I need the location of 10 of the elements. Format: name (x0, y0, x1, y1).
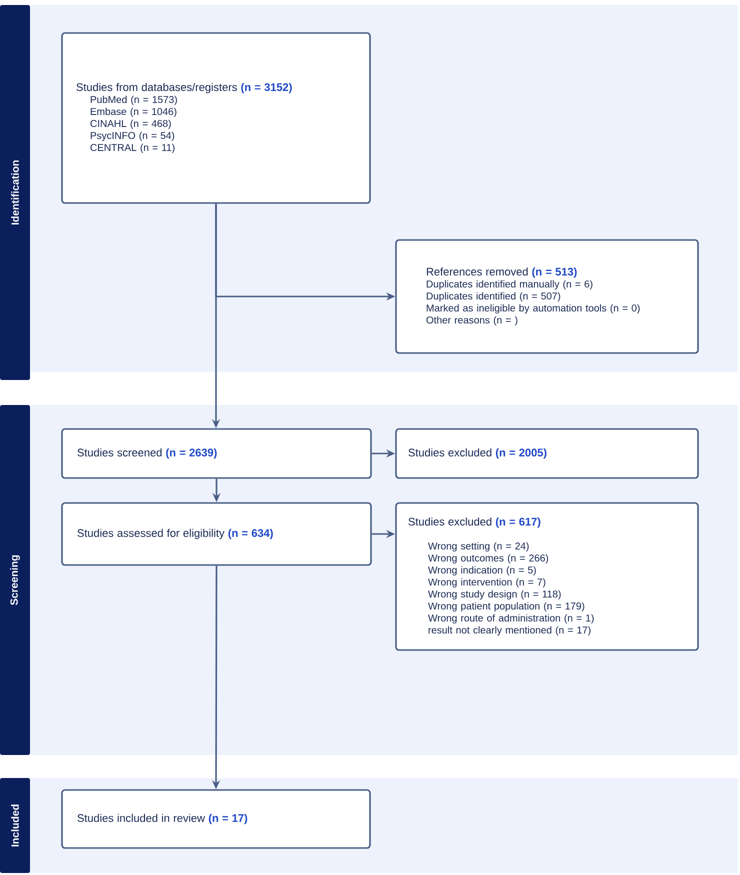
flow-box: Studies assessed for eligibility (n = 634) (61, 502, 372, 566)
node-label: Identification (11, 160, 19, 224)
flow-box: Studies screened (n = 2639) (61, 428, 372, 479)
node-label: Screening (10, 555, 20, 606)
flow-box: Studies excluded (n = 2005) (395, 428, 699, 479)
flow-box: Studies excluded (n = 617) Wrong setting (n = 24) Wrong outcomes (n = 266) Wrong indication (n = 5) Wrong intervention (n = 7) Wrong study design (n = 118) Wrong patient population (n = 179) Wrong route of administration (n = 1) result not clearly mentioned (n = 17) (395, 502, 699, 651)
flow-box: Studies included in review (n = 17) (61, 789, 371, 849)
flow-box: Studies from databases/registers (n = 3152) PubMed (n = 1573) Embase (n = 1046) CINAHL (n = 468) PsycINFO (n = 54) CENTRAL (n = 11) (61, 32, 371, 204)
node-label: Included (11, 804, 19, 846)
flow-box: References removed (n = 513) Duplicates identified manually (n = 6) Duplicates identified (n = 507) Marked as ineligible by automation tools (n = 0) Other reasons (n = ) (395, 239, 699, 354)
